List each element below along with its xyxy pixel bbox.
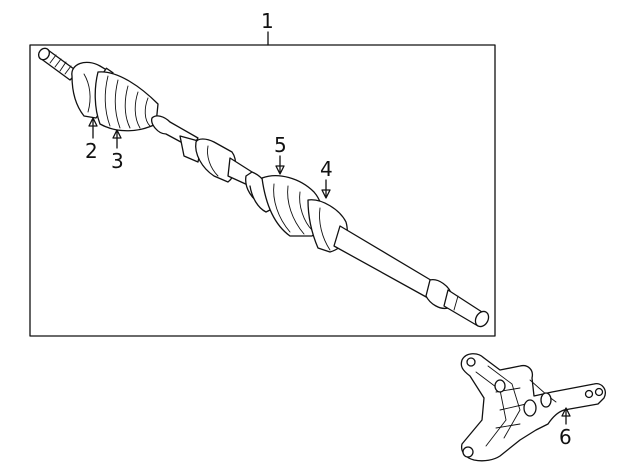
callout-group-3: 3	[111, 129, 124, 173]
callout-1: 1	[261, 9, 274, 33]
callout-group-4: 4	[320, 157, 333, 199]
shaft-section-1	[151, 115, 203, 163]
callout-4: 4	[320, 157, 333, 181]
assembly-frame	[29, 44, 496, 337]
inboard-shaft-end	[425, 279, 490, 328]
callout-group-2: 2	[85, 117, 98, 163]
callout-group-6: 6	[559, 407, 572, 449]
callout-2: 2	[85, 139, 98, 163]
drive-axle-shaft	[38, 47, 490, 328]
callout-6: 6	[559, 425, 572, 449]
mounting-bracket	[460, 353, 606, 462]
callout-3: 3	[111, 149, 124, 173]
outer-boot	[94, 71, 159, 132]
damper-section	[195, 138, 253, 187]
callout-group-5: 5	[274, 133, 287, 175]
callout-5: 5	[274, 133, 287, 157]
intermediate-shaft	[333, 225, 435, 299]
inner-boot	[261, 175, 323, 237]
